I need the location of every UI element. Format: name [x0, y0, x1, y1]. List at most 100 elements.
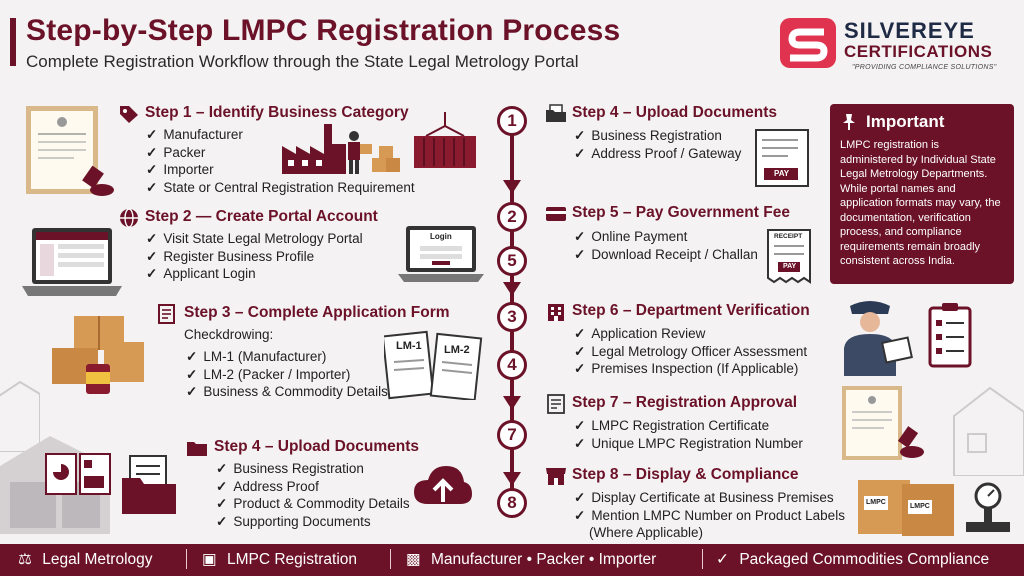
checklist-item: Premises Inspection (If Applicable) — [574, 360, 807, 378]
footer-item-legal-metrology: ⚖ Legal Metrology — [18, 550, 153, 569]
tag-icon — [120, 106, 138, 123]
checklist-item: Online Payment — [574, 228, 758, 246]
receipt-label: RECEIPT — [774, 233, 803, 240]
footer-label: Packaged Commodities Compliance — [739, 551, 990, 568]
lm-1-label: LM-1 — [396, 340, 422, 352]
logo-brand-line2: CERTIFICATIONS — [844, 42, 993, 61]
step-title: Step 2 — Create Portal Account — [145, 208, 378, 225]
step-title: Step 4 – Upload Documents — [572, 104, 777, 121]
important-header: Important — [840, 112, 1004, 132]
store-icon — [546, 468, 566, 485]
folder-icon — [187, 442, 207, 456]
lm-2-label: LM-2 — [444, 344, 470, 356]
folder-documents-icon — [122, 455, 176, 514]
step-checklist: Manufacturer Packer Importer State or Ce… — [146, 126, 415, 197]
house-outline-right-icon — [953, 386, 1024, 476]
step-subheading: Checkdrowing: — [184, 327, 274, 342]
document-chart-icon — [45, 453, 111, 495]
checklist-item: Application Review — [574, 325, 807, 343]
checklist-item: Business Registration — [216, 460, 410, 478]
checklist-item: Applicant Login — [146, 265, 363, 283]
step-checklist: Business Registration Address Proof Prod… — [216, 460, 410, 531]
timeline-arrow — [503, 396, 521, 410]
pay-document-icon — [755, 129, 809, 187]
globe-icon — [120, 208, 138, 228]
footer-bar: ⚖ Legal Metrology ▣ LMPC Registration ▩ … — [0, 544, 1024, 576]
important-title: Important — [866, 112, 945, 131]
balance-scale-icon: ⚖ — [18, 551, 32, 568]
certificate-icon — [547, 394, 565, 414]
checklist-item: Manufacturer — [146, 126, 415, 144]
checklist-item: Address Proof / Gateway — [574, 145, 741, 163]
footer-divider — [702, 549, 703, 569]
step-checklist: Application Review Legal Metrology Offic… — [574, 325, 807, 378]
step-title: Step 3 – Complete Application Form — [184, 304, 450, 321]
checklist-item: Register Business Profile — [146, 248, 363, 266]
step-checklist: LMPC Registration Certificate Unique LMP… — [574, 417, 803, 452]
step-checklist: LM-1 (Manufacturer) LM-2 (Packer / Impor… — [186, 348, 388, 401]
step-title: Step 5 – Pay Government Fee — [572, 204, 790, 221]
step-checklist: Visit State Legal Metrology Portal Regis… — [146, 230, 363, 283]
receipt-icon — [767, 229, 811, 284]
approved-certificate-icon — [842, 386, 924, 460]
pay-label: PAY — [774, 169, 790, 178]
package-icon: ▣ — [202, 551, 217, 568]
lmpc-box-label: LMPC — [910, 503, 930, 510]
checklist-item: State or Central Registration Requiremen… — [146, 179, 414, 197]
checklist-item: Supporting Documents — [216, 513, 410, 531]
checklist-item: Mention LMPC Number on Product Labels — [574, 507, 845, 525]
checklist-item: Address Proof — [216, 478, 410, 496]
timeline-step-number: 1 — [497, 106, 527, 136]
logo-brand-line1: SILVEREYE — [844, 18, 975, 43]
officer-illustration-icon — [844, 301, 913, 376]
footer-divider — [390, 549, 391, 569]
lmpc-boxes-icon — [858, 480, 954, 536]
login-laptop-icon — [398, 226, 484, 282]
checklist-item: LM-1 (Manufacturer) — [186, 348, 388, 366]
login-laptop-illustration: Login — [398, 226, 484, 284]
step-title: Step 4 – Upload Documents — [214, 438, 419, 455]
house-outline-left-icon — [0, 380, 40, 452]
title-accent-bar — [10, 18, 16, 66]
receipt-pay-label: PAY — [783, 263, 797, 270]
weighing-scale-icon — [966, 482, 1010, 532]
shipping-container-icon — [414, 112, 476, 168]
checklist-item: Unique LMPC Registration Number — [574, 435, 803, 453]
footer-item-lmpc-registration: ▣ LMPC Registration — [202, 550, 357, 569]
check-circle-icon: ✓ — [716, 551, 729, 568]
checklist-item: LMPC Registration Certificate — [574, 417, 803, 435]
step-title: Step 1 – Identify Business Category — [145, 104, 409, 121]
step-checklist: Business Registration Address Proof / Ga… — [574, 127, 741, 162]
timeline-arrow — [503, 180, 521, 194]
boxes-illustration-icon — [52, 316, 144, 394]
lmpc-boxes-illustration: LMPC LMPC — [852, 474, 956, 538]
timeline-step-number: 8 — [497, 488, 527, 518]
checklist-item: Product & Commodity Details — [216, 495, 409, 513]
footer-item-roles: ▩ Manufacturer • Packer • Importer — [406, 550, 656, 569]
footer-label: Manufacturer • Packer • Importer — [430, 551, 657, 568]
step-checklist: Display Certificate at Business Premises… — [574, 489, 845, 542]
lmpc-box-label: LMPC — [866, 499, 886, 506]
card-icon — [546, 207, 566, 221]
footer-label: Legal Metrology — [42, 551, 153, 568]
upload-pay-document-illustration: PAY — [754, 128, 810, 188]
header: Step-by-Step LMPC Registration Process C… — [0, 14, 740, 72]
receipt-illustration: RECEIPT PAY — [764, 228, 814, 284]
checklist-item: Business Registration — [574, 127, 741, 145]
important-text: LMPC registration is administered by Ind… — [840, 139, 1001, 267]
page-title: Step-by-Step LMPC Registration Process — [26, 14, 621, 47]
checklist-item: Download Receipt / Challan — [574, 246, 758, 264]
timeline-step-number: 3 — [497, 302, 527, 332]
timeline-step-number: 5 — [497, 246, 527, 276]
checklist-item: Display Certificate at Business Premises — [574, 489, 845, 507]
checklist-clipboard-icon — [928, 303, 972, 368]
folder-icon — [546, 104, 566, 122]
lm-forms-illustration: LM-1 LM-2 — [384, 328, 484, 400]
checklist-item: Importer — [146, 161, 415, 179]
page-subtitle: Complete Registration Workflow through t… — [26, 52, 579, 71]
step-checklist: Online Payment Download Receipt / Challa… — [574, 228, 758, 263]
cloud-upload-icon — [414, 466, 472, 504]
logo-tagline: "PROVIDING COMPLIANCE SOLUTIONS" — [852, 64, 997, 71]
checklist-item: LM-2 (Packer / Importer) — [186, 366, 388, 384]
timeline-step-number: 4 — [497, 350, 527, 380]
